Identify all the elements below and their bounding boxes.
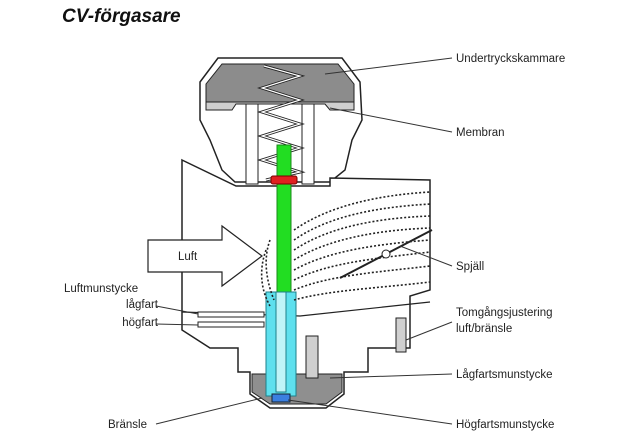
leader-idle-adjust	[405, 321, 453, 341]
label-idle-adjust-2: luft/bränsle	[456, 323, 512, 335]
label-throttle: Spjäll	[456, 261, 484, 273]
diaphragm	[205, 101, 355, 111]
piston-right-wall	[301, 103, 315, 185]
label-idle-adjust-1: Tomgångsjustering	[456, 307, 553, 319]
label-diaphragm: Membran	[456, 127, 505, 139]
label-fuel: Bränsle	[108, 419, 147, 431]
label-air-jet: Luftmunstycke	[64, 283, 138, 295]
air-passage-low	[197, 311, 265, 318]
leader-low-speed-air	[155, 305, 199, 315]
throttle-shaft	[381, 249, 391, 259]
needle-cap	[270, 175, 298, 185]
high-speed-jet	[271, 393, 291, 403]
label-vacuum-chamber: Undertryckskammare	[456, 53, 565, 65]
leader-diaphragm	[329, 107, 453, 133]
leader-high-speed-air	[155, 323, 199, 326]
leader-fuel	[155, 397, 263, 425]
idle-screw	[395, 317, 407, 353]
leader-low-speed-jet	[329, 373, 453, 379]
airflow-lines	[260, 191, 431, 307]
piston-left-wall	[245, 103, 259, 185]
low-speed-jet	[305, 335, 319, 379]
label-low-speed-jet: Lågfartsmunstycke	[456, 369, 553, 381]
air-arrow	[147, 224, 263, 288]
air-label: Luft	[178, 251, 198, 263]
label-high-speed-jet: Högfartsmunstycke	[456, 419, 554, 431]
label-high-speed: högfart	[122, 317, 159, 329]
main-jet-bore	[275, 291, 287, 393]
carburetor-body	[181, 158, 431, 409]
leader-throttle	[399, 245, 453, 267]
leader-high-speed-jet	[287, 399, 453, 425]
diagram-title: CV-förgasare	[62, 6, 181, 27]
label-low-speed: lågfart	[126, 299, 159, 311]
leader-vacuum-chamber	[324, 57, 453, 75]
air-passage-high	[197, 321, 265, 328]
